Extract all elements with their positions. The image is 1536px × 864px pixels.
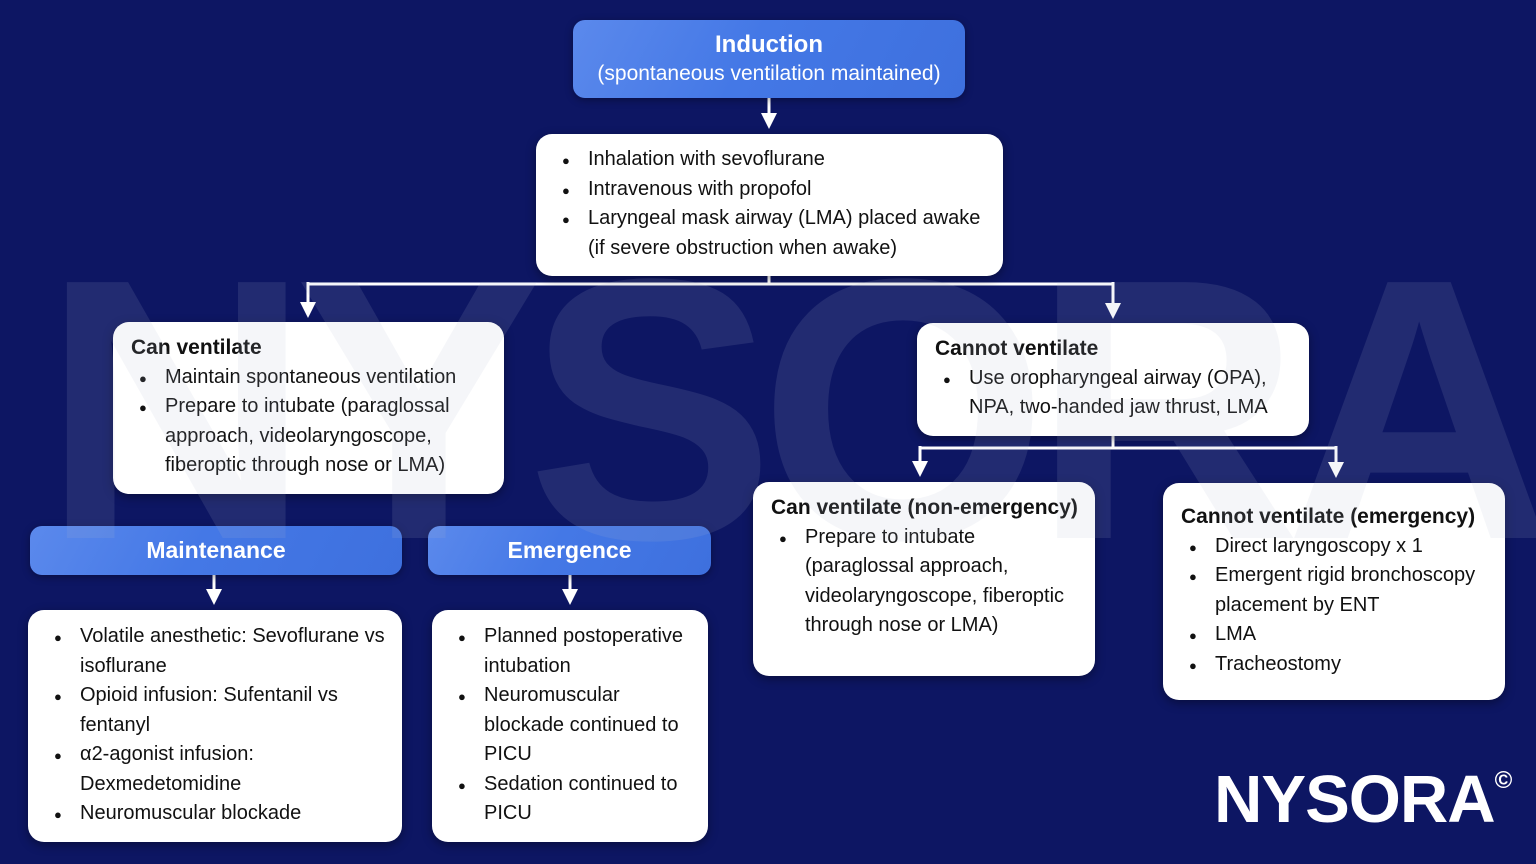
can-ventilate-title: Can ventilate <box>131 336 262 359</box>
node-induction-details: Inhalation with sevofluraneIntravenous w… <box>536 134 1003 276</box>
emergence-list: Planned postoperative intubationNeuromus… <box>450 622 694 829</box>
maintenance-title: Maintenance <box>146 537 286 563</box>
cannot-ventilate-emergency-title: Cannot ventilate (emergency) <box>1181 505 1476 528</box>
bullet-item: α2-agonist infusion: Dexmedetomidine <box>46 740 388 799</box>
bullet-item: Prepare to intubate (paraglossal approac… <box>131 392 490 481</box>
bullet-item: Planned postoperative intubation <box>450 622 694 681</box>
induction-title: Induction <box>715 31 823 58</box>
bullet-item: Intravenous with propofol <box>554 175 989 204</box>
node-emergence-details: Planned postoperative intubationNeuromus… <box>432 610 708 842</box>
node-maintenance: Maintenance <box>30 526 402 575</box>
bullet-item: Neuromuscular blockade continued to PICU <box>450 681 694 770</box>
bullet-item: Use oropharyngeal airway (OPA), NPA, two… <box>935 364 1295 423</box>
bullet-item: Emergent rigid bronchoscopy placement by… <box>1181 561 1491 620</box>
bullet-item: Prepare to intubate (paraglossal approac… <box>771 523 1081 641</box>
cannot-ventilate-emergency-list: Direct laryngoscopy x 1Emergent rigid br… <box>1181 532 1491 679</box>
node-can-ventilate-non-emergency: Can ventilate (non-emergency) Prepare to… <box>753 482 1095 676</box>
cannot-ventilate-title: Cannot ventilate <box>935 337 1099 360</box>
node-induction: Induction (spontaneous ventilation maint… <box>573 20 965 98</box>
induction-subtitle: (spontaneous ventilation maintained) <box>597 62 941 85</box>
can-ventilate-list: Maintain spontaneous ventilationPrepare … <box>131 363 490 481</box>
cannot-ventilate-list: Use oropharyngeal airway (OPA), NPA, two… <box>935 364 1295 423</box>
bullet-item: LMA <box>1181 620 1491 650</box>
bullet-item: Neuromuscular blockade <box>46 799 388 829</box>
bullet-item: Direct laryngoscopy x 1 <box>1181 532 1491 561</box>
node-cannot-ventilate: Cannot ventilate Use oropharyngeal airwa… <box>917 323 1309 436</box>
can-ventilate-non-emergency-title: Can ventilate (non-emergency) <box>771 496 1078 519</box>
bullet-item: Inhalation with sevoflurane <box>554 145 989 175</box>
bullet-item: Laryngeal mask airway (LMA) placed awake… <box>554 204 989 263</box>
can-ventilate-non-emergency-list: Prepare to intubate (paraglossal approac… <box>771 523 1081 641</box>
induction-details-list: Inhalation with sevofluraneIntravenous w… <box>554 145 989 263</box>
nysora-logo: NYSORA© <box>1214 766 1512 848</box>
emergence-title: Emergence <box>507 537 632 563</box>
bullet-item: Sedation continued to PICU <box>450 770 694 829</box>
nysora-logo-text: NYSORA <box>1214 762 1496 837</box>
bullet-item: Volatile anesthetic: Sevoflurane vs isof… <box>46 622 388 681</box>
node-cannot-ventilate-emergency: Cannot ventilate (emergency) Direct lary… <box>1163 483 1505 700</box>
bullet-item: Maintain spontaneous ventilation <box>131 363 490 392</box>
node-emergence: Emergence <box>428 526 711 575</box>
maintenance-list: Volatile anesthetic: Sevoflurane vs isof… <box>46 622 388 829</box>
node-maintenance-details: Volatile anesthetic: Sevoflurane vs isof… <box>28 610 402 842</box>
bullet-item: Tracheostomy <box>1181 650 1491 679</box>
bullet-item: Opioid infusion: Sufentanil vs fentanyl <box>46 681 388 740</box>
node-can-ventilate: Can ventilate Maintain spontaneous venti… <box>113 322 504 494</box>
nysora-logo-copyright: © <box>1494 767 1513 794</box>
